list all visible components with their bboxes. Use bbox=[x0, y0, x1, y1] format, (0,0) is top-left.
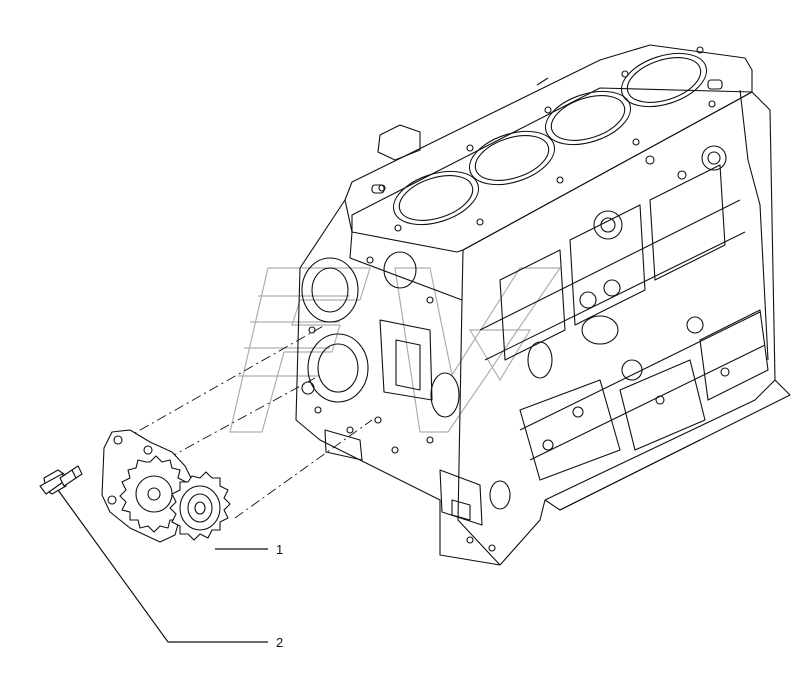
callout-label-1: 1 bbox=[276, 542, 283, 557]
leader-line-2 bbox=[57, 489, 268, 643]
bolt bbox=[39, 465, 83, 495]
watermark-logo bbox=[229, 267, 562, 433]
leader-lines bbox=[57, 489, 268, 643]
engine-block bbox=[295, 44, 791, 566]
oil-pump bbox=[101, 429, 231, 543]
pump-idler-gear bbox=[169, 471, 231, 541]
callout-label-2: 2 bbox=[276, 635, 283, 650]
alignment-lines bbox=[104, 324, 373, 519]
pump-drive-gear bbox=[119, 455, 189, 533]
